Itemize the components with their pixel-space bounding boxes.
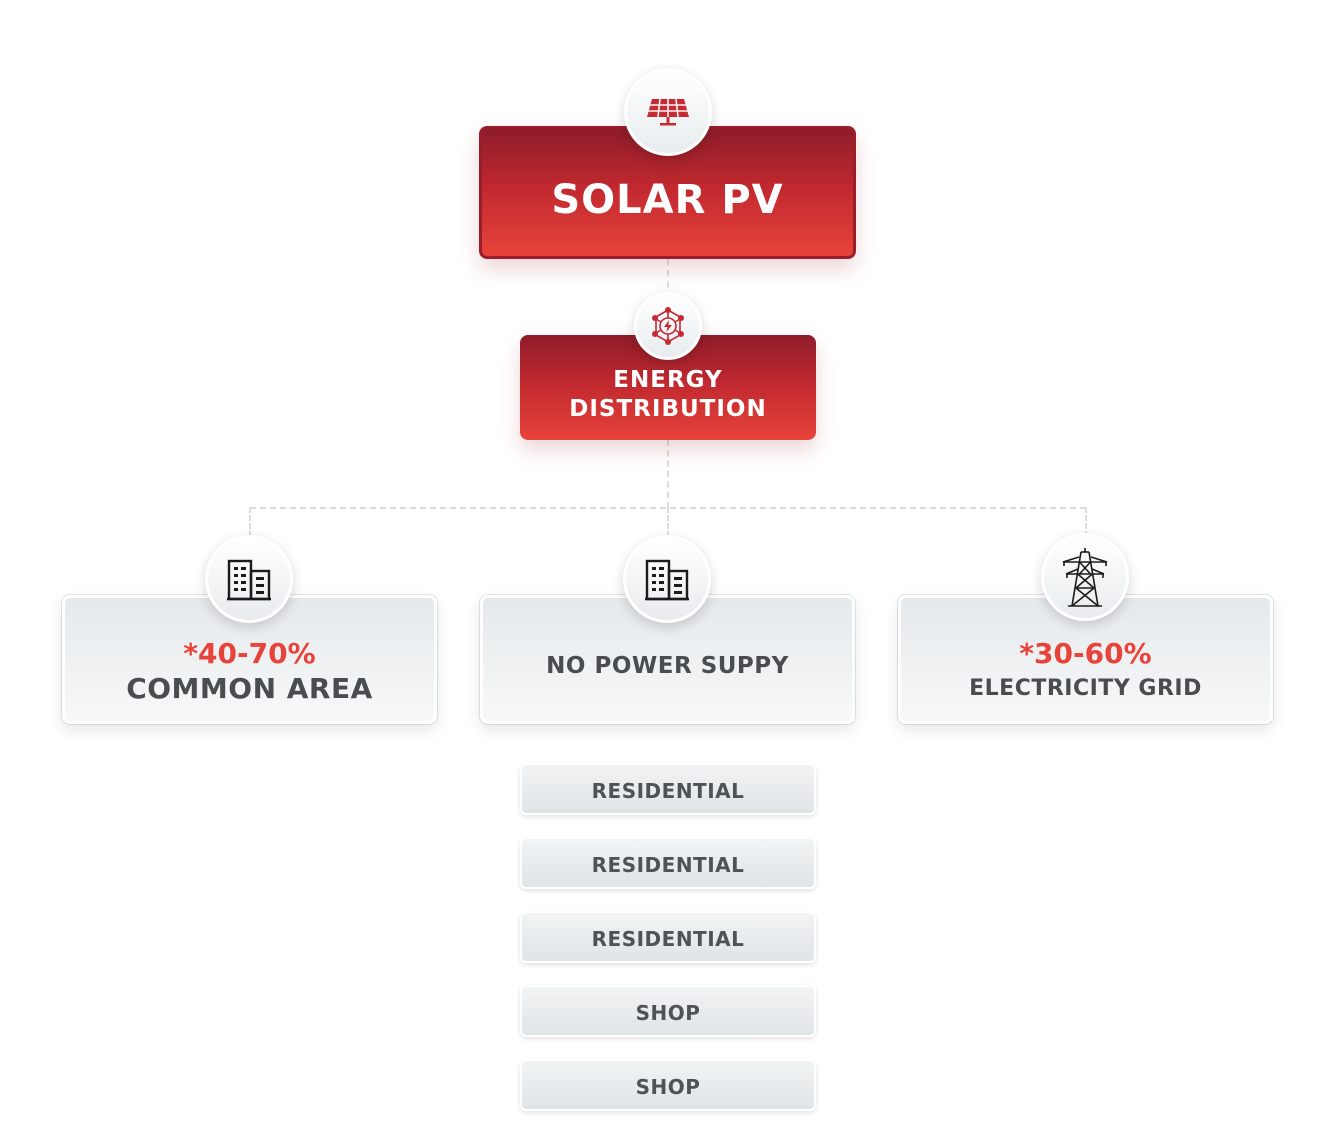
branch-label: COMMON AREA (126, 671, 373, 705)
power-tower-icon (1062, 548, 1108, 607)
energy-network-icon (652, 307, 684, 345)
solar-badge (624, 68, 712, 156)
branch-label: NO POWER SUPPY (546, 652, 789, 679)
building-icon (645, 559, 689, 601)
sub-item-residential-3: RESIDENTIAL (520, 911, 816, 963)
energy-distribution-title: ENERGY DISTRIBUTION (569, 366, 767, 422)
solar-panel-icon (647, 98, 689, 126)
branch-percentage: *40-70% (183, 636, 316, 670)
connector-branch-left (249, 507, 251, 537)
electricity-grid-badge (1041, 533, 1129, 621)
sub-item-residential-1: RESIDENTIAL (520, 763, 816, 815)
connector-branch-center (667, 507, 669, 537)
connector-branch-right (1085, 507, 1087, 537)
no-power-supply-badge (623, 535, 711, 623)
branch-percentage: *30-60% (1019, 636, 1152, 670)
common-area-badge (205, 535, 293, 623)
distribution-badge (634, 292, 702, 360)
sub-item-shop-2: SHOP (520, 1059, 816, 1111)
building-icon (227, 559, 271, 601)
sub-item-label: RESIDENTIAL (591, 779, 745, 803)
sub-item-residential-2: RESIDENTIAL (520, 837, 816, 889)
connector-distribution-branches (667, 440, 669, 508)
solar-pv-title: SOLAR PV (551, 176, 784, 223)
sub-item-label: RESIDENTIAL (591, 853, 745, 877)
sub-item-label: SHOP (635, 1001, 701, 1025)
connector-root-distribution (667, 259, 669, 299)
branch-label: ELECTRICITY GRID (969, 675, 1202, 701)
sub-item-label: RESIDENTIAL (591, 927, 745, 951)
sub-item-shop-1: SHOP (520, 985, 816, 1037)
sub-item-label: SHOP (635, 1075, 701, 1099)
